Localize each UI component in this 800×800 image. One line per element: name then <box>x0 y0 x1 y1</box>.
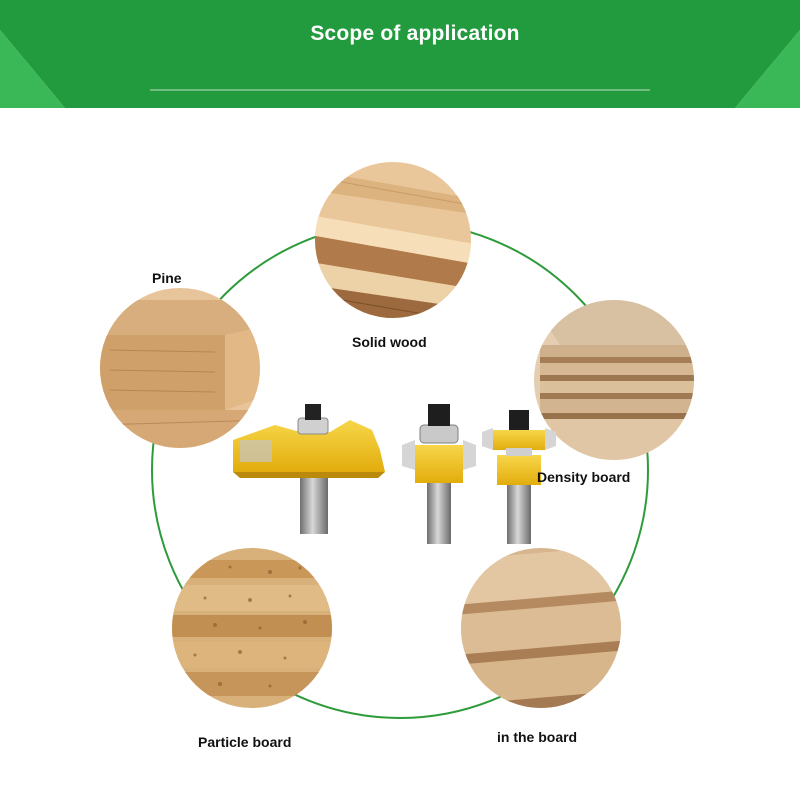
panel-raising-bit <box>233 404 385 534</box>
rail-bit <box>402 404 476 544</box>
label-in-the-board: in the board <box>497 729 578 745</box>
label-pine: Pine <box>152 270 182 286</box>
label-density-board: Density board <box>537 469 631 485</box>
particle-board-image <box>172 548 332 708</box>
label-solid-wood: Solid wood <box>352 334 427 350</box>
in-the-board-image <box>461 548 621 708</box>
solid-wood-image <box>315 162 471 318</box>
pine-image <box>100 288 260 448</box>
page-title: Scope of application <box>310 22 520 45</box>
header-banner <box>0 0 800 108</box>
label-particle-board: Particle board <box>198 734 292 750</box>
stile-bit <box>482 410 556 544</box>
